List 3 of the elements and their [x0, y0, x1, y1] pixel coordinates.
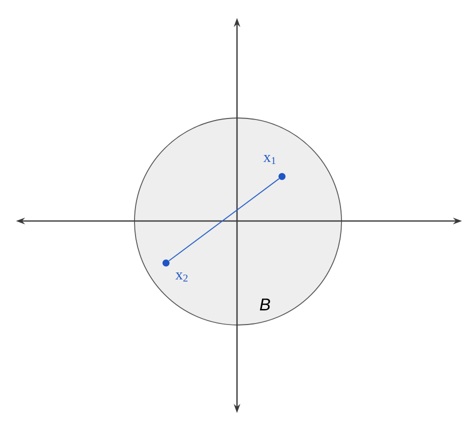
line-segment	[168, 178, 280, 262]
point-label: x$_{2}$	[176, 272, 188, 282]
point-label: x$_{1}$	[264, 155, 276, 164]
